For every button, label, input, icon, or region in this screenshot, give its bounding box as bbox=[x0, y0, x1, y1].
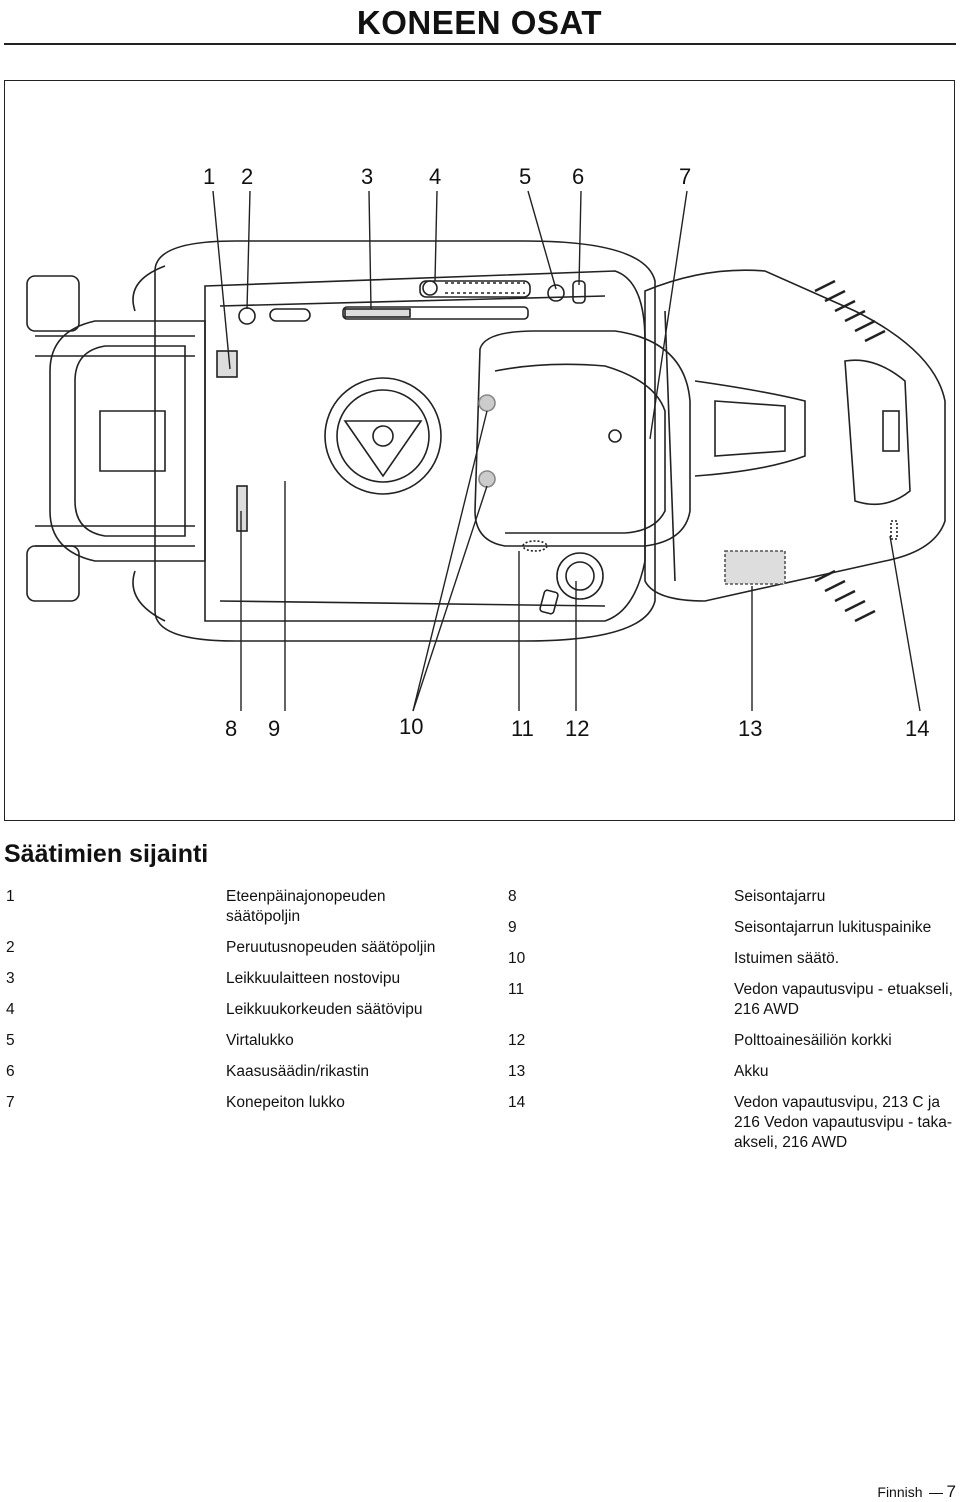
legend-text: Istuimen säätö. bbox=[734, 950, 840, 967]
legend-number: 1 bbox=[6, 888, 15, 905]
page-footer: Finnish 7 bbox=[877, 1482, 956, 1502]
legend-item: 9 Seisontajarrun lukituspainike bbox=[508, 913, 960, 944]
callout-10: 10 bbox=[399, 714, 424, 739]
legend-text: Vedon vapautusvipu - etuakseli, 216 AWD bbox=[734, 981, 953, 1018]
legend-number: 4 bbox=[6, 1001, 15, 1018]
callout-3: 3 bbox=[361, 164, 374, 189]
legend-text: Eteenpäinajonopeuden säätöpoljin bbox=[226, 888, 386, 925]
footer-divider bbox=[928, 1492, 943, 1494]
callout-7: 7 bbox=[679, 164, 692, 189]
legend-text: Kaasusäädin/rikastin bbox=[226, 1063, 370, 1080]
callout-4: 4 bbox=[429, 164, 442, 189]
legend-item: 12 Polttoainesäiliön korkki bbox=[508, 1026, 960, 1057]
fuel-cap bbox=[556, 552, 604, 600]
height-lever-slot bbox=[419, 280, 531, 298]
legend-text: Vedon vapautusvipu, 213 C ja 216 Vedon v… bbox=[734, 1094, 953, 1151]
callout-5: 5 bbox=[519, 164, 532, 189]
legend-item: 6 Kaasusäädin/rikastin bbox=[6, 1057, 446, 1088]
lift-lever-slot bbox=[342, 306, 529, 320]
callout-9: 9 bbox=[268, 716, 281, 741]
legend-item: 7 Konepeiton lukko bbox=[6, 1088, 446, 1119]
legend-number: 7 bbox=[6, 1094, 15, 1111]
legend-text: Virtalukko bbox=[226, 1032, 294, 1049]
legend-item: 8 Seisontajarru bbox=[508, 882, 960, 913]
legend-text: Akku bbox=[734, 1063, 769, 1080]
callout-2: 2 bbox=[241, 164, 254, 189]
legend-item: 3 Leikkuulaitteen nostovipu bbox=[6, 964, 446, 995]
legend-text: Leikkuukorkeuden säätövipu bbox=[226, 1001, 423, 1018]
legend-item: 2 Peruutusnopeuden säätöpoljin bbox=[6, 933, 446, 964]
legend-text: Seisontajarrun lukituspainike bbox=[734, 919, 932, 936]
callout-12: 12 bbox=[565, 716, 590, 741]
front-wheel-left-top bbox=[26, 275, 80, 332]
pedal-icon bbox=[238, 307, 256, 325]
callout-11: 11 bbox=[511, 716, 534, 741]
legend-number: 8 bbox=[508, 888, 517, 905]
page-number: 7 bbox=[946, 1482, 956, 1501]
legend-item: 1 Eteenpäinajonopeuden säätöpoljin bbox=[6, 882, 446, 933]
callout-14: 14 bbox=[905, 716, 930, 741]
legend-text: Konepeiton lukko bbox=[226, 1094, 345, 1111]
page-title: KONEEN OSAT bbox=[356, 4, 602, 41]
legend-item: 10 Istuimen säätö. bbox=[508, 944, 960, 975]
legend-item: 5 Virtalukko bbox=[6, 1026, 446, 1057]
callout-6: 6 bbox=[572, 164, 585, 189]
legend-number: 3 bbox=[6, 970, 15, 987]
legend-text: Polttoainesäiliön korkki bbox=[734, 1032, 892, 1049]
front-hood bbox=[49, 320, 206, 562]
legend-number: 14 bbox=[508, 1094, 526, 1111]
callout-13: 13 bbox=[738, 716, 763, 741]
legend-item: 11 Vedon vapautusvipu - etuakseli, 216 AW… bbox=[508, 975, 960, 1026]
legend-number: 13 bbox=[508, 1063, 526, 1080]
legend-right: 8 Seisontajarru 9 Seisontajarrun lukituspa… bbox=[508, 882, 960, 1159]
section-title: Säätimien sijainti bbox=[4, 840, 209, 868]
mower-top-view-drawing bbox=[26, 190, 946, 712]
engine-cover bbox=[644, 269, 946, 602]
callout-8: 8 bbox=[225, 716, 238, 741]
legend-number: 2 bbox=[6, 939, 15, 956]
legend-number: 9 bbox=[508, 919, 517, 936]
callout-1: 1 bbox=[203, 164, 216, 189]
parking-brake bbox=[236, 485, 248, 532]
legend-text: Leikkuulaitteen nostovipu bbox=[226, 970, 401, 987]
machine-diagram: 1 2 3 4 5 6 7 8 9 10 11 12 13 14 bbox=[4, 80, 955, 821]
steering-wheel bbox=[324, 377, 442, 495]
legend-text: Seisontajarru bbox=[734, 888, 826, 905]
legend-item: 14 Vedon vapautusvipu, 213 C ja 216 Vedon… bbox=[508, 1088, 960, 1159]
cutting-deck bbox=[154, 240, 656, 642]
title-rule bbox=[4, 43, 956, 45]
legend-number: 6 bbox=[6, 1063, 15, 1080]
front-wheel-left-bottom bbox=[26, 545, 80, 602]
battery bbox=[724, 550, 786, 585]
legend-text: Peruutusnopeuden säätöpoljin bbox=[226, 939, 436, 956]
legend-item: 4 Leikkuukorkeuden säätövipu bbox=[6, 995, 446, 1026]
legend-number: 5 bbox=[6, 1032, 15, 1049]
seat bbox=[474, 330, 691, 547]
ignition-key bbox=[547, 284, 565, 302]
legend-number: 11 bbox=[508, 981, 525, 998]
legend-number: 10 bbox=[508, 950, 526, 967]
legend-number: 12 bbox=[508, 1032, 526, 1049]
footer-language: Finnish bbox=[877, 1484, 923, 1500]
legend-item: 13 Akku bbox=[508, 1057, 960, 1088]
legend-left: 1 Eteenpäinajonopeuden säätöpoljin 2 Peruu… bbox=[6, 882, 446, 1119]
